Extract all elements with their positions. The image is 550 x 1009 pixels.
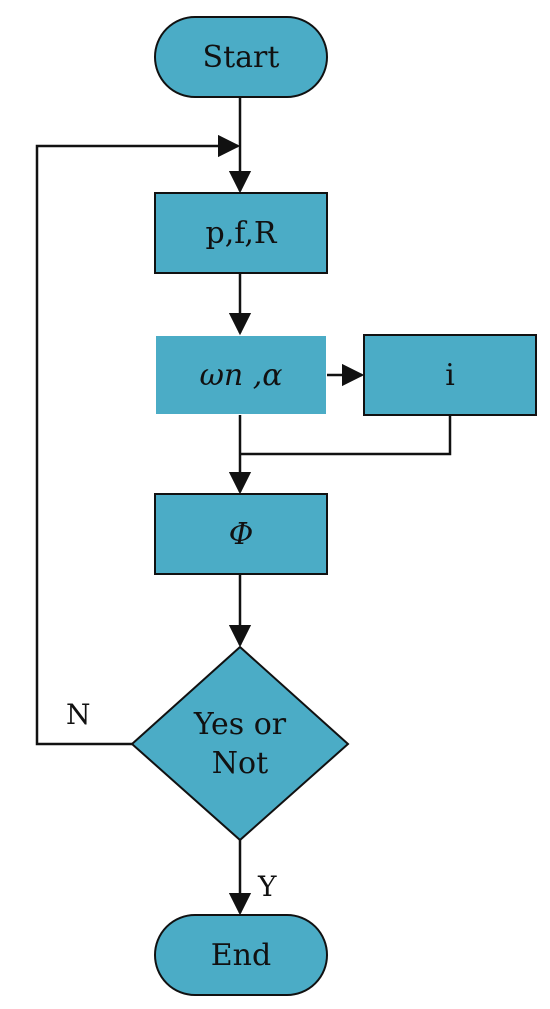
- omega-alpha-label: ωn ,α: [199, 357, 283, 393]
- decision-label: Yes or Not: [193, 707, 287, 781]
- current-label: i: [445, 357, 455, 393]
- no-branch-label: N: [66, 698, 91, 731]
- params-label: p,f,R: [205, 215, 277, 251]
- yes-branch-label: Y: [258, 870, 277, 903]
- current-process-box: [363, 334, 537, 416]
- phi-label: Φ: [228, 516, 254, 552]
- current-merge-connector: [240, 415, 452, 456]
- end-label: End: [210, 937, 272, 973]
- start-label: Start: [202, 39, 280, 75]
- no-loop-back-arrow: [35, 134, 241, 746]
- params-process-box: [154, 192, 328, 274]
